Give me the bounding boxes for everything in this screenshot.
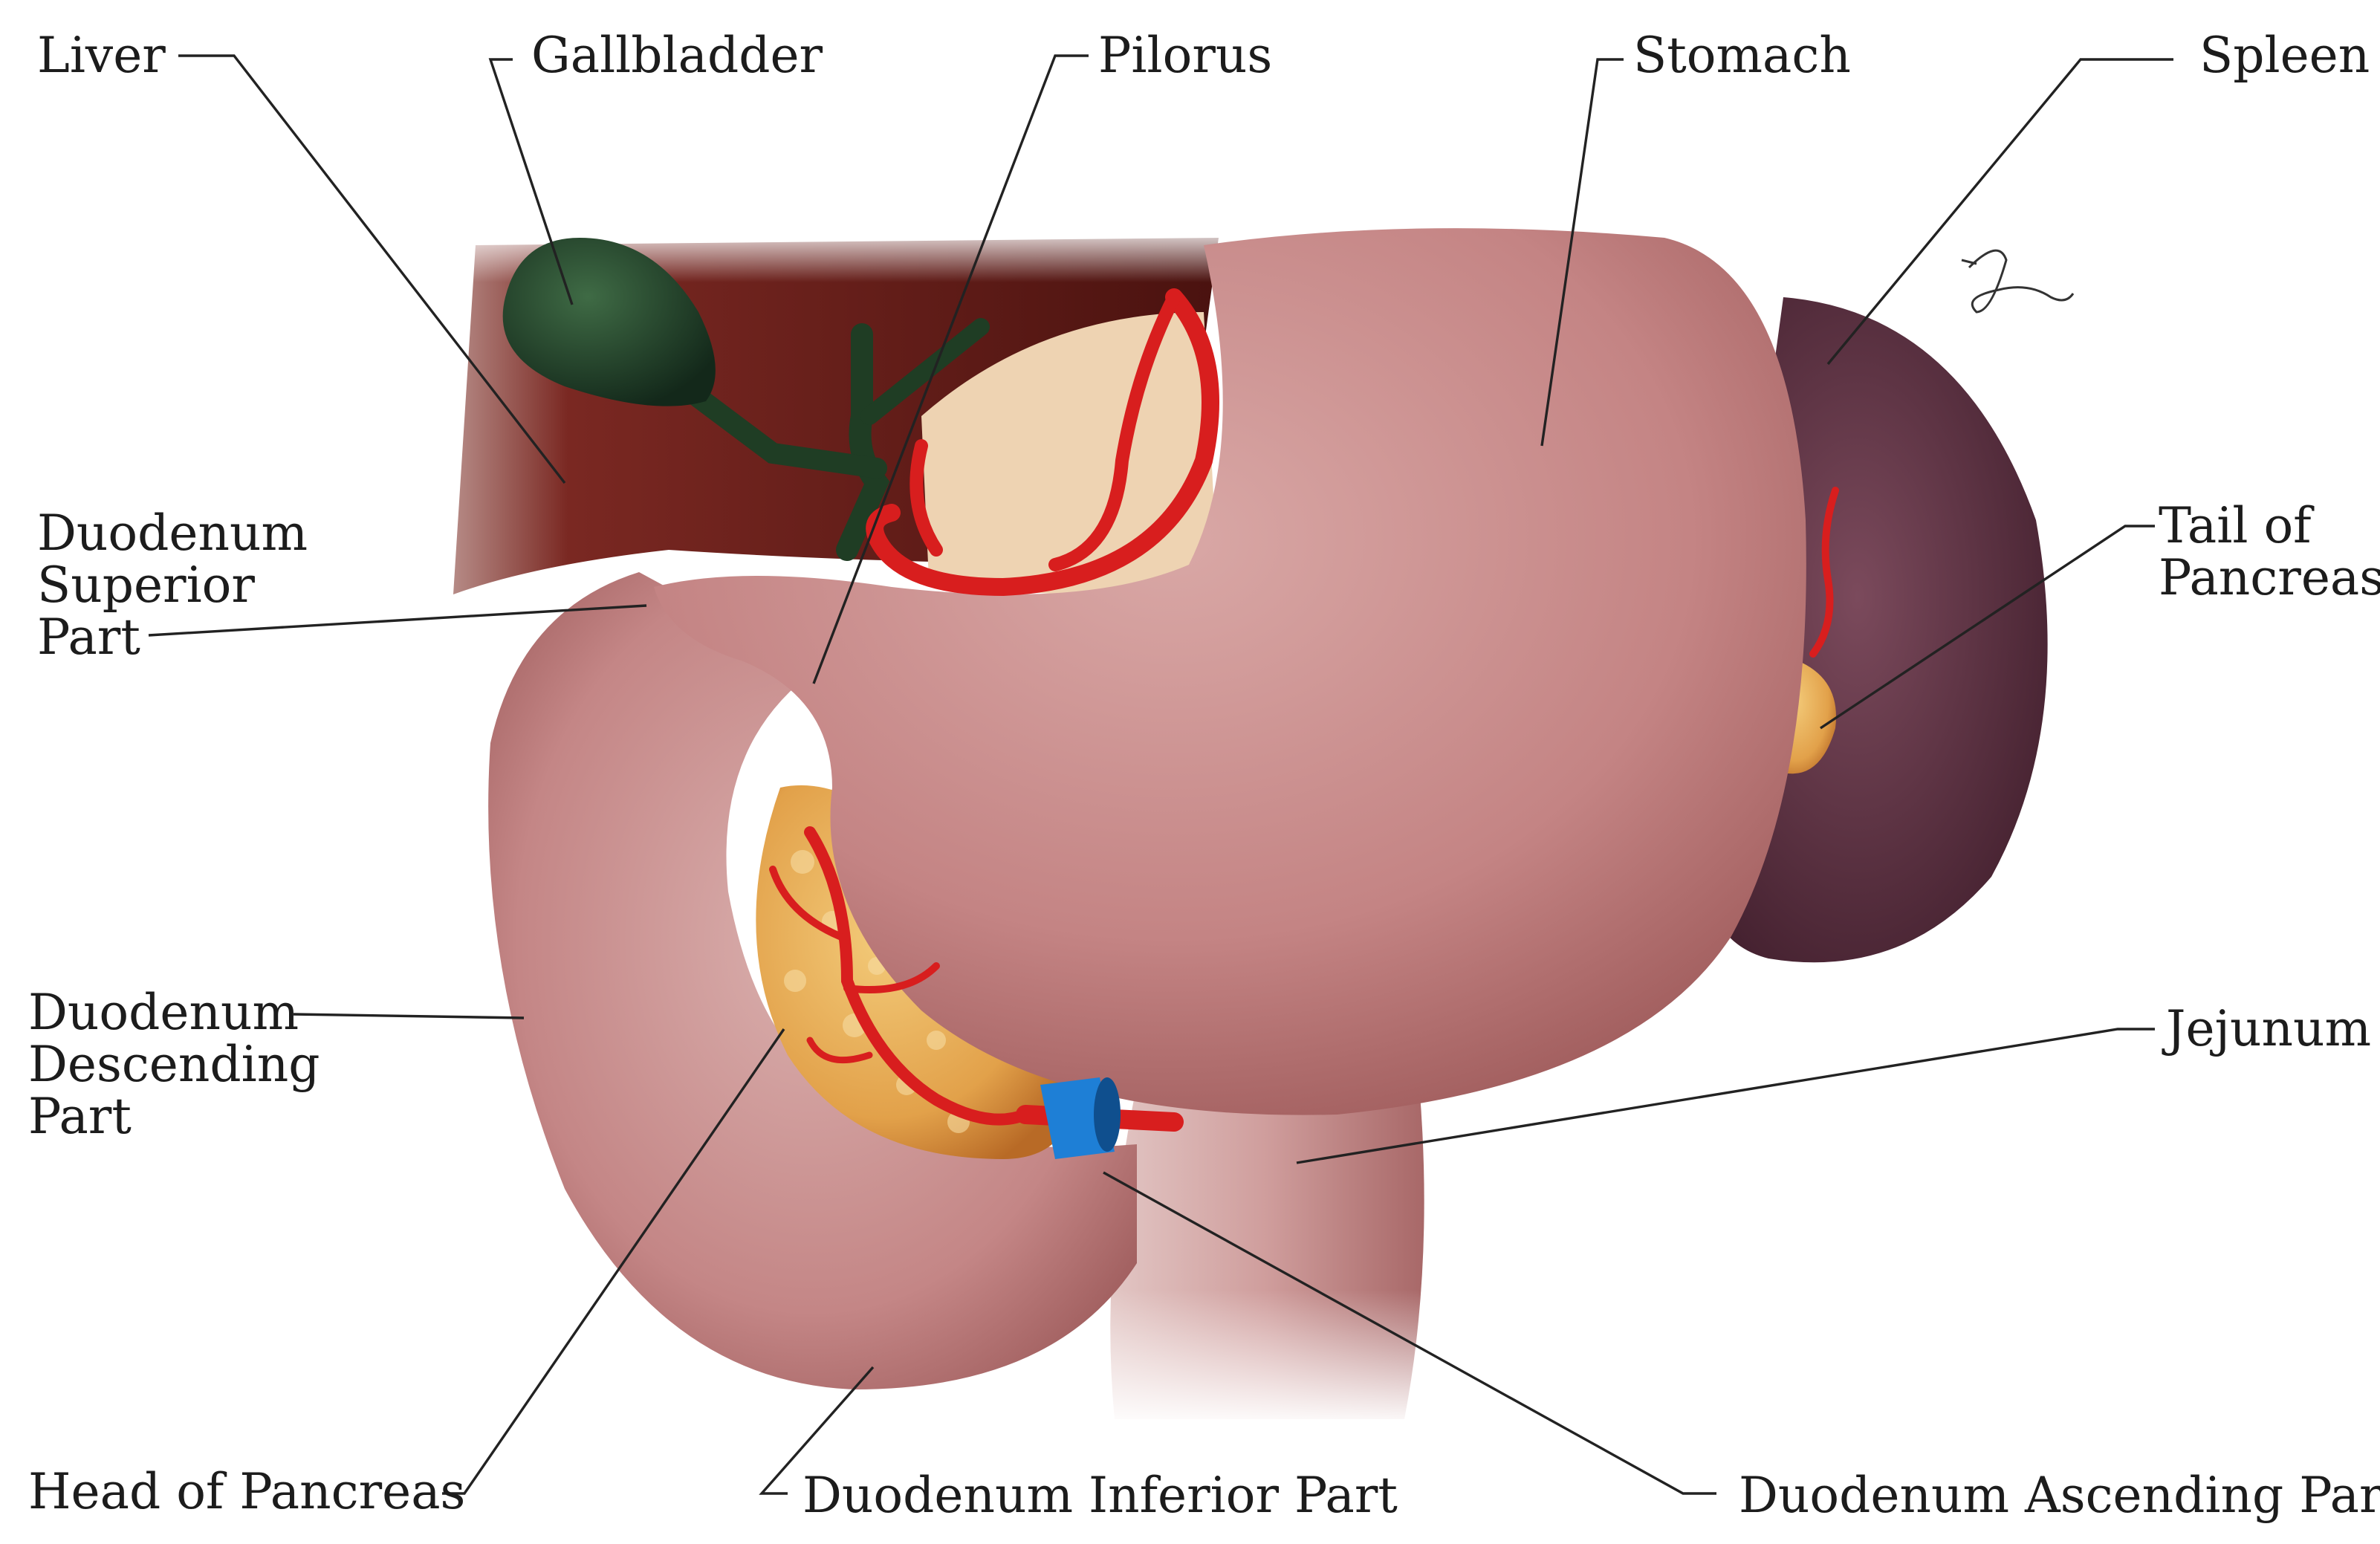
leader-jejunum: [1296, 1028, 2155, 1164]
leader-duodenum-descending: [293, 1013, 525, 1019]
jejunum-shape: [1100, 1085, 1442, 1427]
leader-stomach: [1540, 58, 1624, 447]
leader-duodenum-ascending: [1103, 1171, 1716, 1495]
label-spleen: Spleen: [2199, 27, 2370, 84]
label-stomach: Stomach: [1633, 27, 1851, 84]
label-gallbladder: Gallbladder: [531, 27, 823, 84]
leader-liver: [178, 54, 566, 484]
label-liver: Liver: [37, 27, 166, 84]
label-jejunum: Jejunum: [2162, 1000, 2371, 1057]
leader-head-of-pancreas: [442, 1028, 785, 1495]
leader-duodenum-superior: [148, 604, 647, 637]
artist-signature: [1961, 249, 2075, 314]
vein-shape: [1040, 1077, 1121, 1159]
stomach-shape: [654, 228, 1806, 1115]
label-duodenum-superior: Duodenum Superior Part: [37, 505, 323, 666]
leader-duodenum-inferior: [759, 1366, 875, 1495]
leader-lines: [148, 54, 2173, 1495]
leader-gallbladder: [488, 58, 574, 305]
leader-pilorus: [812, 54, 1089, 684]
duodenum-shape: [488, 572, 1137, 1389]
gallbladder-shape: [502, 238, 990, 561]
label-head-of-pancreas: Head of Pancreas: [28, 1463, 465, 1520]
labels: Liver Gallbladder Pilorus Stomach Spleen…: [28, 27, 2380, 1524]
label-duodenum-ascending: Duodenum Ascending Part: [1739, 1467, 2380, 1524]
leader-tail-of-pancreas: [1820, 525, 2155, 730]
label-duodenum-descending: Duodenum Descending Part: [28, 984, 335, 1145]
label-tail-of-pancreas: Tail of Pancreas: [2159, 497, 2380, 606]
leader-spleen: [1826, 58, 2173, 366]
label-duodenum-inferior: Duodenum Inferior Part: [802, 1467, 1398, 1524]
label-pilorus: Pilorus: [1098, 27, 1272, 84]
